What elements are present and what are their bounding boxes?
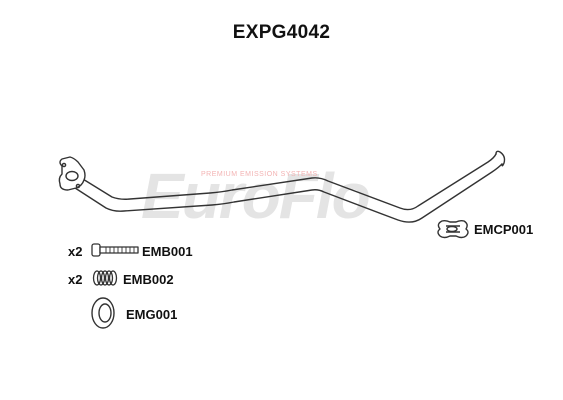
bolt-icon <box>91 243 139 257</box>
part-label-emb002: EMB002 <box>123 272 174 287</box>
qty-label-emb002: x2 <box>68 272 83 287</box>
part-label-emb001: EMB001 <box>142 244 193 259</box>
exhaust-pipe-icon <box>58 150 506 223</box>
part-number-title: EXPG4042 <box>232 22 331 43</box>
part-label-emcp001: EMCP001 <box>474 222 534 237</box>
clamp-icon <box>437 219 469 239</box>
watermark-tagline: PREMIUM EMISSION SYSTEMS <box>201 171 318 178</box>
spring-icon <box>92 270 118 286</box>
qty-label-emb001: x2 <box>68 244 83 259</box>
gasket-ring-icon <box>91 297 115 329</box>
part-label-emg001: EMG001 <box>126 307 178 322</box>
